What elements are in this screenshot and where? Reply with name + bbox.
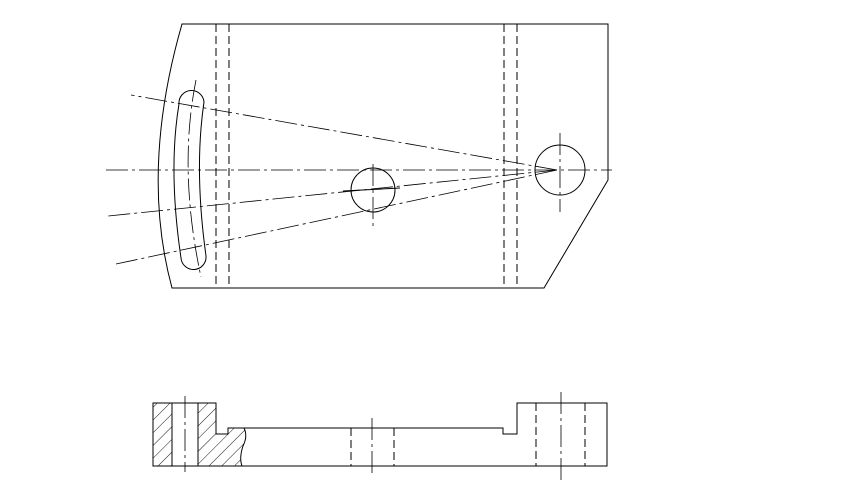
slot-centerline-arc	[187, 79, 202, 278]
angle-ray	[107, 169, 558, 217]
top-view-outline	[157, 23, 609, 289]
hole-centerline	[342, 187, 401, 192]
front-view-outline	[152, 402, 608, 467]
top-view	[106, 23, 612, 289]
arc-slot	[173, 90, 207, 270]
section-hatch	[153, 403, 172, 466]
front-view	[152, 392, 608, 480]
break-line	[240, 427, 247, 467]
angle-ray	[130, 94, 558, 171]
angle-ray	[115, 169, 558, 265]
